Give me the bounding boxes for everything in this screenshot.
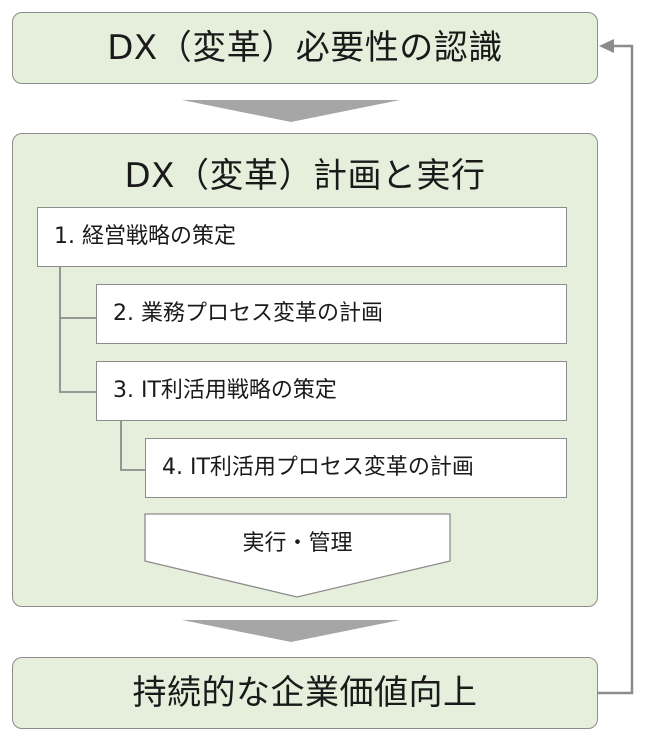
step-4-box: 4. IT利活用プロセス変革の計画 — [145, 438, 567, 498]
execution-shape — [144, 513, 451, 598]
top-box: DX（変革）必要性の認識 — [12, 12, 598, 84]
middle-box-title: DX（変革）計画と実行 — [124, 156, 486, 196]
step-4-label: 4. IT利活用プロセス変革の計画 — [162, 455, 474, 480]
step-3-box: 3. IT利活用戦略の策定 — [96, 361, 567, 421]
down-arrow-2 — [182, 620, 400, 642]
bottom-box: 持続的な企業価値向上 — [12, 657, 598, 729]
step-2-label: 2. 業務プロセス変革の計画 — [113, 301, 383, 326]
feedback-loop-arrowhead — [599, 39, 614, 53]
bottom-box-label: 持続的な企業価値向上 — [132, 673, 478, 713]
execution-label: 実行・管理 — [242, 531, 353, 556]
down-arrow-1 — [182, 100, 400, 122]
connector-step3-step4 — [120, 420, 145, 471]
top-box-label: DX（変革）必要性の認識 — [107, 28, 503, 68]
connector-step1-step3 — [59, 318, 96, 393]
step-1-box: 1. 経営戦略の策定 — [37, 207, 567, 267]
step-2-box: 2. 業務プロセス変革の計画 — [96, 284, 567, 344]
connector-step1-step2 — [59, 266, 96, 319]
step-1-label: 1. 経営戦略の策定 — [54, 224, 236, 249]
step-3-label: 3. IT利活用戦略の策定 — [113, 378, 337, 403]
feedback-loop-line — [598, 44, 634, 695]
